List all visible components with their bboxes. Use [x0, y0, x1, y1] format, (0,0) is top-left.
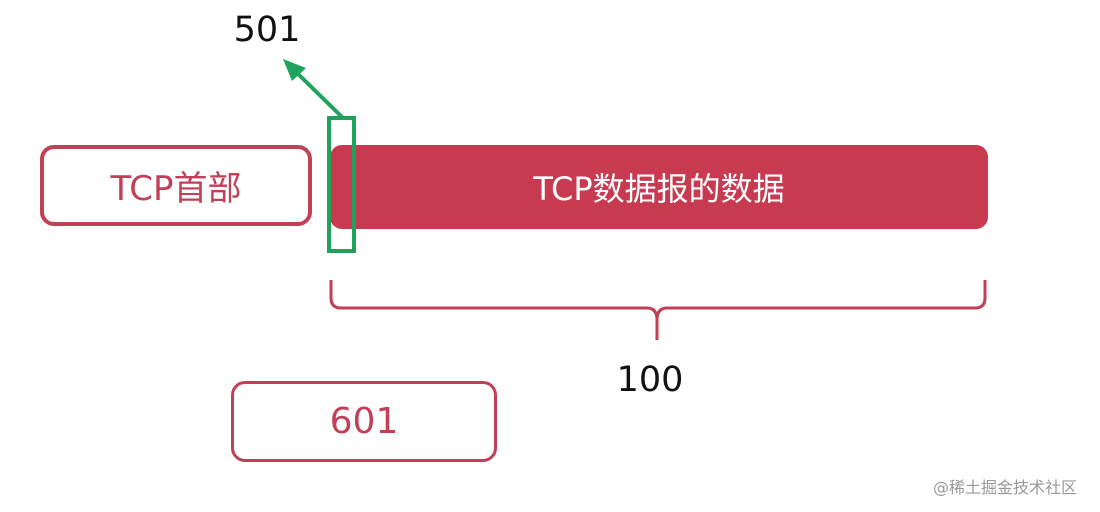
tcp-header-label: TCP首部: [110, 169, 242, 209]
tcp-header-box: TCP首部: [40, 145, 312, 226]
start-seq-label: 501: [233, 10, 301, 50]
next-seq-label: 601: [329, 401, 399, 442]
watermark: @稀土掘金技术社区: [932, 478, 1077, 497]
tcp-data-bar: TCP数据报的数据: [330, 145, 988, 229]
length-brace: [329, 280, 987, 340]
arrow-line: [292, 68, 345, 120]
arrow-head-icon: [283, 59, 306, 81]
data-length-label: 100: [616, 360, 684, 400]
tcp-data-label: TCP数据报的数据: [533, 170, 785, 208]
first-byte-highlight: [327, 116, 356, 253]
next-seq-box: 601: [231, 381, 497, 462]
